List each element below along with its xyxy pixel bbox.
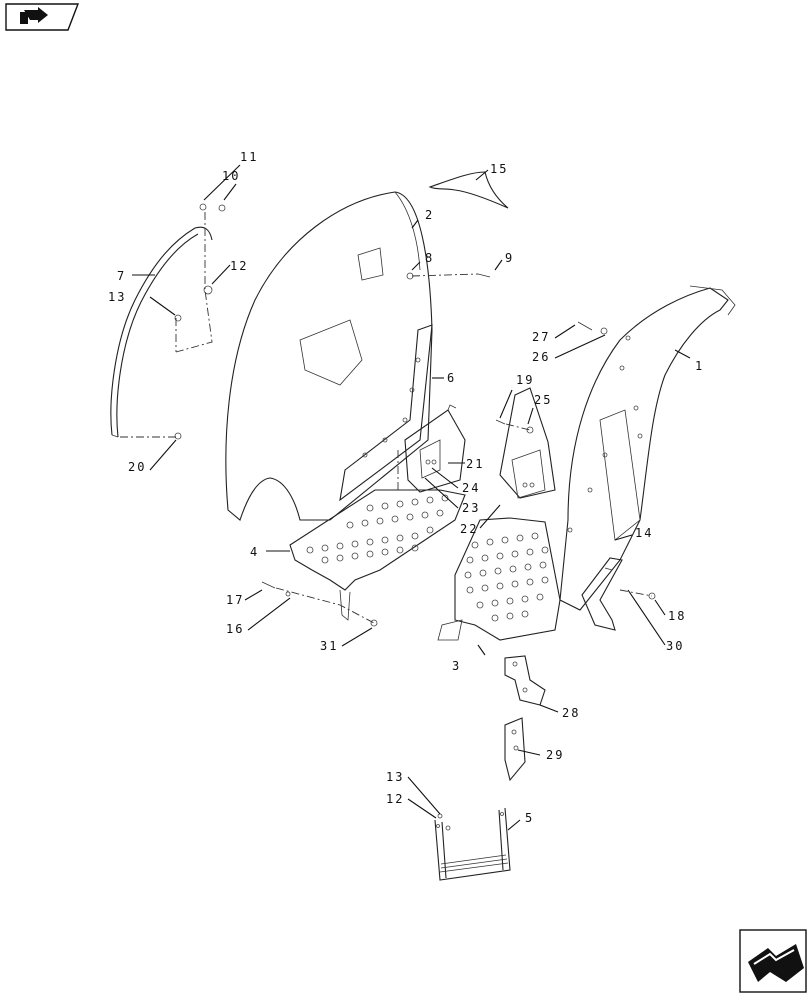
callout-15: 15 — [490, 162, 508, 176]
callout-9: 9 — [505, 251, 514, 265]
callout-13: 13 — [108, 290, 126, 304]
callout-2: 2 — [425, 208, 434, 222]
callout-18: 18 — [668, 609, 686, 623]
part-bracket-28 — [504, 655, 546, 706]
back-nav-button[interactable] — [5, 3, 80, 31]
callout-7: 7 — [117, 269, 126, 283]
callout-12: 12 — [230, 259, 248, 273]
callout-13-ladder: 13 — [386, 770, 404, 784]
assembly-lines — [120, 212, 653, 624]
part-grab-rail — [110, 226, 213, 438]
callout-11: 11 — [240, 150, 258, 164]
callout-17: 17 — [226, 593, 244, 607]
part-left-step — [289, 489, 466, 621]
part-trim-strip — [428, 171, 509, 209]
callout-21: 21 — [466, 457, 484, 471]
callout-28: 28 — [562, 706, 580, 720]
callout-12-ladder: 12 — [386, 792, 404, 806]
callout-22: 22 — [460, 522, 478, 536]
part-left-bracket — [339, 324, 433, 502]
callout-10: 10 — [222, 169, 240, 183]
callout-5: 5 — [525, 811, 534, 825]
forward-arrow-icon — [748, 944, 804, 982]
forward-nav-button[interactable] — [739, 929, 807, 993]
callout-31: 31 — [320, 639, 338, 653]
part-right-lower-guard — [581, 557, 623, 631]
callout-6: 6 — [447, 371, 456, 385]
part-ladder-step — [434, 807, 511, 881]
callout-1: 1 — [695, 359, 704, 373]
callout-4: 4 — [250, 545, 259, 559]
fasteners — [174, 203, 656, 831]
part-bracket-29 — [504, 717, 526, 782]
right-step-holes — [464, 532, 549, 622]
callout-19: 19 — [516, 373, 534, 387]
part-right-step-bracket — [499, 387, 556, 499]
callout-27: 27 — [532, 330, 550, 344]
part-right-fender — [559, 285, 736, 611]
back-arrow-icon — [20, 7, 48, 24]
callout-25: 25 — [534, 393, 552, 407]
callout-14: 14 — [635, 526, 653, 540]
callout-23: 23 — [462, 501, 480, 515]
callout-20: 20 — [128, 460, 146, 474]
callout-29: 29 — [546, 748, 564, 762]
part-left-fender — [225, 191, 433, 521]
callout-26: 26 — [532, 350, 550, 364]
callout-3: 3 — [452, 659, 461, 673]
left-step-holes — [306, 494, 449, 564]
callout-8: 8 — [425, 251, 434, 265]
callout-16: 16 — [226, 622, 244, 636]
callout-24: 24 — [462, 481, 480, 495]
part-right-step — [437, 517, 561, 641]
callouts: 1 2 3 4 5 6 7 8 9 10 11 12 13 14 15 16 1 — [108, 150, 704, 831]
part-left-step-bracket — [404, 404, 466, 493]
callout-30: 30 — [666, 639, 684, 653]
